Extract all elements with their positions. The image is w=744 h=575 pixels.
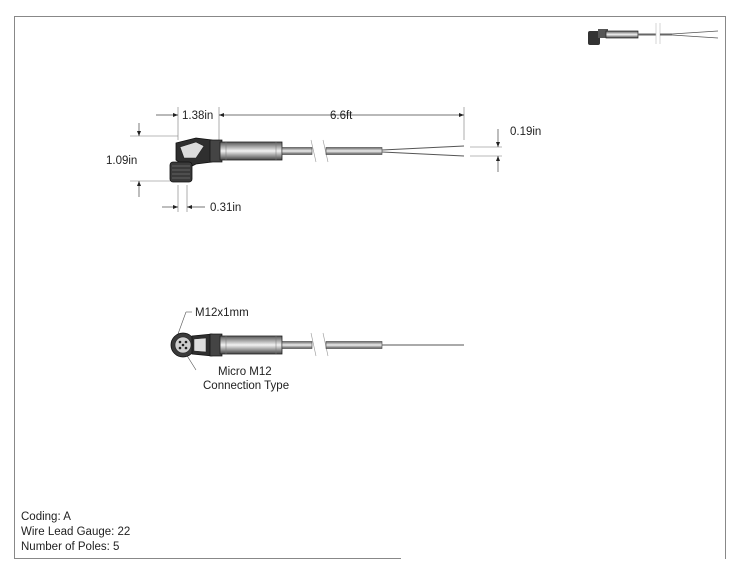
dim-wire-spread: 0.19in [510, 126, 541, 138]
frame-bottom-edge [14, 558, 401, 559]
callout-connection-line2: Connection Type [203, 380, 289, 392]
note-wire-gauge: Wire Lead Gauge: 22 [21, 526, 131, 538]
spec-notes: Coding: A Wire Lead Gauge: 22 Number of … [21, 510, 130, 555]
dim-coupling-width: 0.31in [210, 202, 241, 214]
dim-connector-length: 1.38in [182, 110, 213, 122]
note-coding: Coding: A [21, 511, 71, 523]
dim-connector-height: 1.09in [106, 155, 137, 167]
dim-cable-length: 6.6ft [330, 110, 353, 122]
thumbnail-view [588, 23, 719, 45]
side-view: 1.38in 6.6ft 0.19in 1.09in 0.31in [106, 107, 541, 214]
callout-thread: M12x1mm [195, 307, 249, 319]
drawing-frame [14, 16, 726, 559]
note-poles: Number of Poles: 5 [21, 541, 120, 553]
end-view: M12x1mm Micro M12 Connection Type [170, 307, 464, 392]
callout-connection-line1: Micro M12 [218, 366, 272, 378]
